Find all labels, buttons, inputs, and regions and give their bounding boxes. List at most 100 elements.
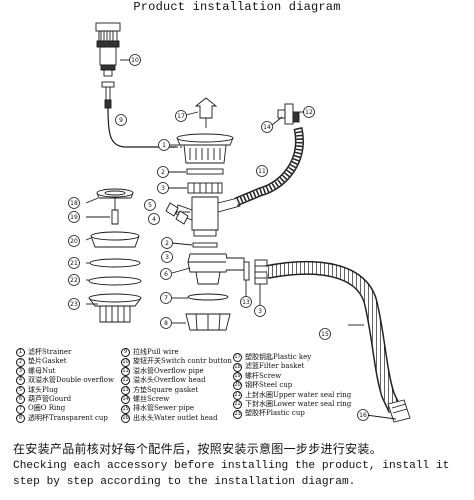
legend-number: 19 xyxy=(233,372,242,382)
callout-20: 20 xyxy=(68,235,80,247)
legend-number: 7 xyxy=(16,404,25,414)
transparent-cup xyxy=(172,313,231,331)
legend-number: 9 xyxy=(121,348,130,358)
legend-text: 下封水圈Lower water seal ring xyxy=(245,400,352,409)
callout-23: 23 xyxy=(68,298,80,310)
svg-text:16: 16 xyxy=(359,412,367,419)
legend-text: 钢杯Steel cup xyxy=(245,381,293,390)
callout-22: 22 xyxy=(68,274,80,286)
legend-text: 螺母Nut xyxy=(28,366,56,375)
svg-text:13: 13 xyxy=(242,299,250,306)
legend-text: 透明杯Transparent cup xyxy=(28,413,108,422)
callout-1: 1 xyxy=(158,139,170,151)
legend-number: 22 xyxy=(233,400,242,410)
svg-text:11: 11 xyxy=(258,168,266,175)
svg-text:7: 7 xyxy=(164,295,168,302)
svg-text:18: 18 xyxy=(70,200,78,207)
svg-text:15: 15 xyxy=(321,331,329,338)
water-outlet-head xyxy=(365,399,411,423)
callout-2: 2 xyxy=(157,166,169,178)
o-ring xyxy=(187,293,229,301)
callout-3b: 3 xyxy=(161,251,173,263)
filter-basket xyxy=(85,188,134,224)
callout-10: 10 xyxy=(129,54,141,66)
legend-text: 葫芦管Gourd xyxy=(28,395,72,404)
legend-text: 滤篮Filter basket xyxy=(245,362,305,371)
svg-text:3: 3 xyxy=(161,185,165,192)
strainer-body xyxy=(170,133,234,164)
svg-text:12: 12 xyxy=(305,109,313,116)
callout-17: 17 xyxy=(175,110,187,122)
legend-number: 17 xyxy=(233,353,242,363)
callout-16: 16 xyxy=(357,409,369,421)
svg-text:3: 3 xyxy=(165,254,169,261)
svg-text:9: 9 xyxy=(119,117,123,124)
callout-2b: 2 xyxy=(161,237,173,249)
legend-number: 6 xyxy=(16,395,25,405)
lower-seal-ring xyxy=(88,276,142,286)
pipe-nut xyxy=(254,259,268,285)
legend-number: 4 xyxy=(16,376,25,386)
callout-21: 21 xyxy=(68,257,80,269)
gasket-mid xyxy=(192,242,218,248)
callout-9: 9 xyxy=(115,114,127,126)
callout-3: 3 xyxy=(157,182,169,194)
svg-text:19: 19 xyxy=(70,214,78,221)
svg-text:21: 21 xyxy=(70,260,78,267)
installation-note-english: Checking each accessory before installin… xyxy=(13,460,450,488)
double-overflow-tee xyxy=(175,196,241,237)
legend-text: 滤杯Strainer xyxy=(28,348,72,356)
installation-note-chinese: 在安装产品前核对好每个配件后，按照安装示意图一步步进行安装。 xyxy=(13,442,383,456)
svg-text:14: 14 xyxy=(263,124,271,131)
legend-number: 1 xyxy=(16,348,25,358)
legend-number: 2 xyxy=(16,357,25,367)
overflow-head xyxy=(271,103,304,126)
callout-6: 6 xyxy=(160,268,172,280)
svg-text:23: 23 xyxy=(70,301,78,308)
legend-text: O圈O Ring xyxy=(28,404,66,413)
legend-number: 10 xyxy=(121,357,130,367)
callout-13: 13 xyxy=(240,296,252,308)
legend-number: 23 xyxy=(233,409,242,419)
svg-text:3: 3 xyxy=(258,308,262,315)
svg-text:2: 2 xyxy=(165,240,169,247)
svg-text:22: 22 xyxy=(70,277,78,284)
legend-text: 溢水头Overflow head xyxy=(133,376,206,385)
legend-text: 螺杆Screw xyxy=(245,371,282,380)
nut-top xyxy=(187,182,223,194)
legend-number: 11 xyxy=(121,367,130,377)
callout-12: 12 xyxy=(303,106,315,118)
callout-15: 15 xyxy=(319,328,331,340)
legend-number: 13 xyxy=(121,385,130,395)
svg-text:6: 6 xyxy=(164,271,168,278)
legend-text: 出水头Water outlet head xyxy=(133,413,218,422)
svg-text:17: 17 xyxy=(177,113,185,120)
switch-control-button xyxy=(95,22,121,109)
plug xyxy=(165,202,189,225)
legend-number: 14 xyxy=(121,395,130,405)
legend-text: 溢水管Overflow pipe xyxy=(133,366,204,375)
callout-7: 7 xyxy=(160,292,172,304)
callout-18: 18 xyxy=(68,197,80,209)
legend-number: 8 xyxy=(16,414,25,424)
svg-text:2: 2 xyxy=(161,169,165,176)
callout-5: 5 xyxy=(144,199,156,211)
